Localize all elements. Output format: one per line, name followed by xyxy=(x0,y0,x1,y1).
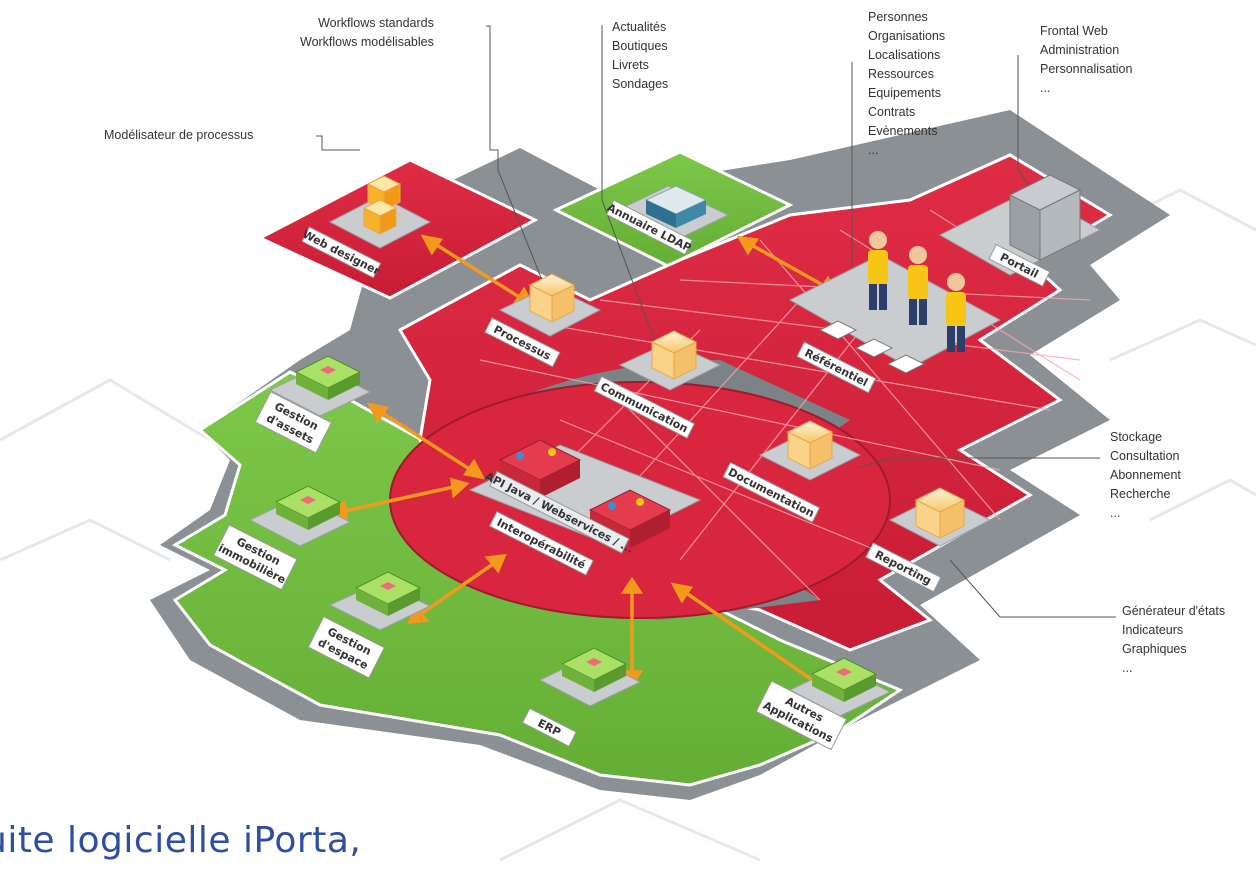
callout-line: Personnes xyxy=(868,10,928,24)
cube-documentation xyxy=(786,420,834,470)
callout-line: ... xyxy=(868,143,879,157)
page-caption: uite logicielle iPorta, xyxy=(0,820,362,861)
callout-line: Organisations xyxy=(868,29,946,43)
erp-block-icon xyxy=(560,647,628,692)
callout-line: Workflows standards xyxy=(318,16,434,30)
callout-line: Sondages xyxy=(612,77,669,91)
callout-line: Workflows modélisables xyxy=(300,35,434,49)
callout-line: Boutiques xyxy=(612,39,668,53)
callout-line: Livrets xyxy=(612,58,649,72)
callout-line: Evènements xyxy=(868,124,938,138)
callout-line: Ressources xyxy=(868,67,934,81)
cube-processus xyxy=(528,273,576,323)
callout-line: ... xyxy=(1122,661,1133,675)
process-cubes xyxy=(362,175,966,539)
referentiel-people-icon xyxy=(818,231,966,374)
callout-line: Localisations xyxy=(868,48,941,62)
callout-line: Equipements xyxy=(868,86,941,100)
ldap-book-icon xyxy=(644,185,708,228)
app-block-icons xyxy=(274,355,878,702)
callout-line: Frontal Web xyxy=(1040,24,1108,38)
callout-reporting: Générateur d'états Indicateurs Graphique… xyxy=(1122,602,1256,678)
autres-applications-block-icon xyxy=(810,657,878,702)
portail-server-icon xyxy=(1008,174,1082,261)
callout-line: Générateur d'états xyxy=(1122,604,1226,618)
cube-communication xyxy=(650,330,698,380)
callout-line: Modélisateur de processus xyxy=(104,128,254,142)
callout-modelisateur: Modélisateur de processus xyxy=(104,126,253,145)
callout-line: Recherche xyxy=(1110,487,1171,501)
callout-leaders xyxy=(316,25,1116,618)
callout-communication: Actualités Boutiques Livrets Sondages xyxy=(612,18,668,94)
callout-line: Personnalisation xyxy=(1040,62,1133,76)
callout-line: Consultation xyxy=(1110,449,1180,463)
callout-line: Graphiques xyxy=(1122,642,1187,656)
callout-line: Stockage xyxy=(1110,430,1163,444)
callout-line: ... xyxy=(1110,506,1121,520)
gestion-assets-block-icon xyxy=(294,355,362,400)
callout-line: ... xyxy=(1040,81,1051,95)
callout-line: Administration xyxy=(1040,43,1120,57)
callout-portail: Frontal Web Administration Personnalisat… xyxy=(1040,22,1132,98)
callout-workflows: Workflows standards Workflows modélisabl… xyxy=(300,14,434,52)
gestion-immobiliere-block-icon xyxy=(274,485,342,530)
gestion-espace-block-icon xyxy=(354,571,422,616)
callout-line: Actualités xyxy=(612,20,667,34)
callout-line: Contrats xyxy=(868,105,916,119)
cube-reporting xyxy=(914,487,966,539)
callout-documentation: Stockage Consultation Abonnement Recherc… xyxy=(1110,428,1181,523)
callout-line: Indicateurs xyxy=(1122,623,1184,637)
cube-web-designer xyxy=(362,175,402,235)
callout-referentiel: Personnes Organisations Localisations Re… xyxy=(868,8,945,160)
callout-line: Abonnement xyxy=(1110,468,1181,482)
